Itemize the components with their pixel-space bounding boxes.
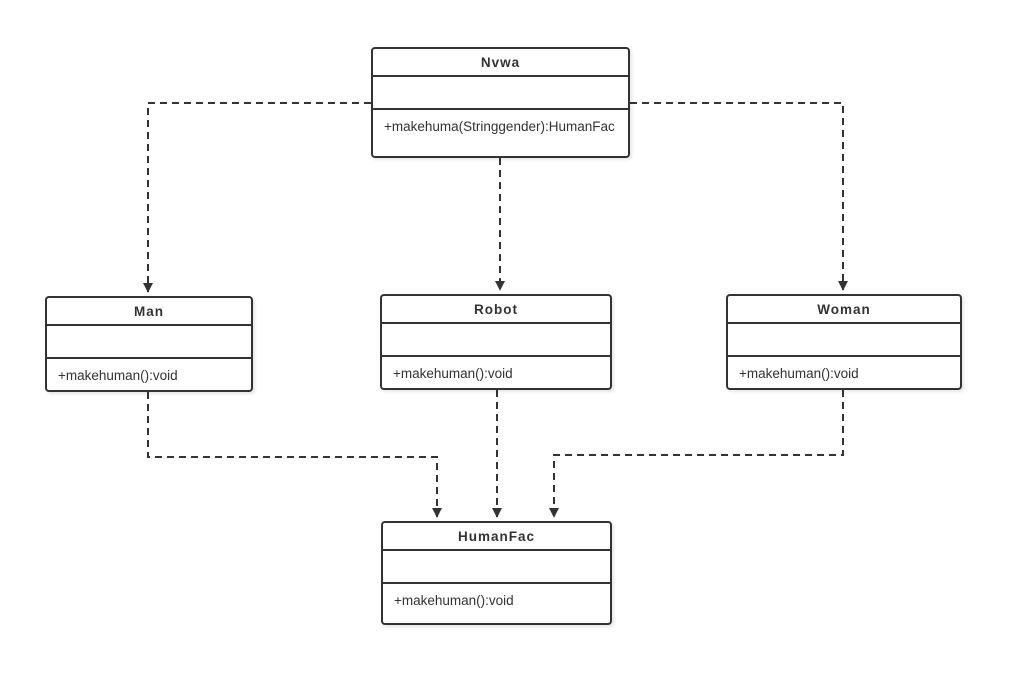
class-box-robot[interactable]: Robot +makehuman():void — [380, 294, 612, 390]
method-label-nvwa: +makehuma(Stringgender):HumanFac — [384, 119, 615, 134]
methods-compartment-nvwa: +makehuma(Stringgender):HumanFac — [373, 108, 628, 156]
attributes-compartment-nvwa — [373, 75, 628, 108]
attributes-compartment-robot — [382, 322, 610, 355]
class-box-humanfac[interactable]: HumanFac +makehuman():void — [381, 521, 612, 625]
attributes-compartment-man — [47, 324, 251, 357]
class-name-woman: Woman — [817, 301, 871, 317]
methods-compartment-humanfac: +makehuman():void — [383, 582, 610, 623]
dependency-edge-woman-to-humanfac[interactable] — [548, 390, 844, 518]
method-label-robot: +makehuman():void — [393, 366, 513, 381]
class-name-humanfac: HumanFac — [457, 528, 536, 544]
methods-compartment-man: +makehuman():void — [47, 357, 251, 390]
dependency-edge-nvwa-to-man[interactable] — [142, 102, 371, 293]
dependency-edge-nvwa-to-woman[interactable] — [630, 102, 849, 291]
class-box-man[interactable]: Man +makehuman():void — [45, 296, 253, 392]
class-name-robot: Robot — [474, 301, 518, 317]
edge-group[interactable] — [142, 102, 849, 518]
method-label-man: +makehuman():void — [58, 368, 178, 383]
class-box-nvwa[interactable]: Nvwa +makehuma(Stringgender):HumanFac — [371, 47, 630, 158]
method-label-woman: +makehuman():void — [739, 366, 859, 381]
class-name-man: Man — [134, 303, 164, 319]
method-label-humanfac: +makehuman():void — [394, 593, 514, 608]
attributes-compartment-humanfac — [383, 549, 610, 582]
dependency-edge-man-to-humanfac[interactable] — [147, 392, 443, 518]
methods-compartment-robot: +makehuman():void — [382, 355, 610, 388]
class-name-nvwa: Nvwa — [480, 54, 521, 70]
attributes-compartment-woman — [728, 322, 960, 355]
class-box-woman[interactable]: Woman +makehuman():void — [726, 294, 962, 390]
methods-compartment-woman: +makehuman():void — [728, 355, 960, 388]
